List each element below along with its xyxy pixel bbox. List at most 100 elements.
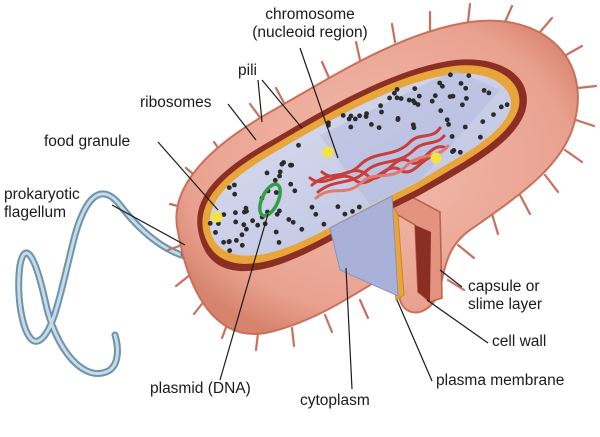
ribosome [350, 209, 355, 214]
flagellum-label-line1: prokaryotic [4, 186, 80, 203]
ribosome [458, 81, 464, 86]
ribosome [392, 90, 397, 96]
food-granule [211, 211, 223, 223]
ribosome [340, 113, 346, 118]
ribosome [274, 211, 280, 217]
ribosome [394, 87, 400, 92]
ribosomes-label: ribosomes [140, 94, 212, 111]
ribosome [227, 248, 233, 254]
pilus [290, 326, 296, 348]
ribosome [466, 73, 472, 78]
ribosome [394, 95, 400, 101]
pilus [563, 148, 584, 164]
ribosome [277, 169, 283, 175]
ribosome [226, 239, 232, 245]
ribosome [277, 208, 282, 214]
pilus [564, 44, 584, 57]
ribosome [221, 239, 227, 245]
pilus [354, 40, 362, 62]
ribosome [416, 93, 422, 99]
chromosome-label-line2: (nucleoid region) [252, 24, 368, 41]
pilus [320, 60, 332, 82]
ribosome [233, 219, 239, 225]
pilus [503, 4, 514, 24]
ribosome [450, 93, 456, 99]
ribosome [207, 220, 213, 226]
ribosome [411, 125, 417, 131]
capsule-label-line1: capsule or [468, 278, 540, 295]
ribosome [221, 212, 227, 218]
pilus [518, 193, 532, 216]
pilus [576, 84, 598, 90]
ribosome [448, 72, 453, 78]
ribosome [286, 217, 292, 222]
ribosome [321, 221, 327, 227]
ribosome [239, 242, 245, 248]
ribosome [232, 182, 237, 188]
ribosome [342, 211, 348, 217]
ribosome [255, 222, 261, 228]
chromosome [308, 126, 450, 200]
flagellum-label-line2: flagellum [4, 204, 67, 221]
plasma-membrane-label: plasma membrane [436, 372, 565, 389]
ribosome [429, 98, 435, 104]
ribosome [478, 134, 483, 140]
pilus [166, 243, 184, 252]
pilus [538, 16, 554, 34]
ribosome [273, 190, 279, 195]
cell-wall-label: cell wall [492, 333, 547, 350]
ribosome [438, 108, 444, 114]
ribosome [239, 232, 245, 238]
ribosome [460, 102, 465, 108]
ribosome [292, 188, 298, 194]
ribosome [273, 229, 279, 235]
ribosome [498, 104, 504, 110]
ribosome [288, 162, 293, 168]
ribosome [264, 170, 270, 176]
pilus [274, 86, 287, 107]
cytoplasm-label: cytoplasm [300, 392, 370, 409]
ribosome [463, 85, 469, 91]
capsule-label-line2: slime layer [468, 296, 543, 313]
flagellum-label: prokaryotic flagellum [4, 186, 80, 222]
ribosome [335, 204, 341, 210]
ribosome [486, 90, 492, 96]
ribosome [449, 134, 455, 139]
pilus [358, 298, 370, 320]
capsule-label: capsule or slime layer [468, 278, 542, 314]
pilus [456, 243, 476, 260]
ribosome [412, 86, 418, 91]
ribosome [356, 204, 362, 210]
leader-lines [111, 47, 489, 390]
ribosome [244, 226, 249, 232]
ribosome [376, 125, 382, 130]
pilus [446, 278, 466, 292]
ribosome [357, 113, 362, 119]
ribosome [387, 95, 392, 101]
ribosome [415, 102, 421, 107]
ribosome [290, 219, 296, 225]
ribosome [481, 88, 487, 93]
ribosome [369, 122, 374, 127]
ribosome [444, 117, 450, 123]
ribosome [250, 218, 256, 224]
pilus [254, 331, 260, 352]
pilus [466, 2, 472, 24]
pilus [574, 118, 596, 128]
ribosome [457, 149, 463, 155]
pilus [390, 22, 397, 44]
ribosome [326, 120, 331, 126]
chromosome-label-line1: chromosome [265, 6, 355, 23]
ribosome [406, 97, 412, 103]
food-granule [430, 152, 442, 164]
chromosome-label: chromosome (nucleoid region) [230, 6, 390, 42]
pilus [174, 273, 192, 288]
ribosome [432, 93, 438, 99]
ribosome [462, 124, 468, 130]
ribosome [296, 142, 301, 148]
food-granule-label: food granule [44, 133, 131, 150]
ribosome [437, 80, 443, 86]
ribosome [232, 191, 238, 197]
